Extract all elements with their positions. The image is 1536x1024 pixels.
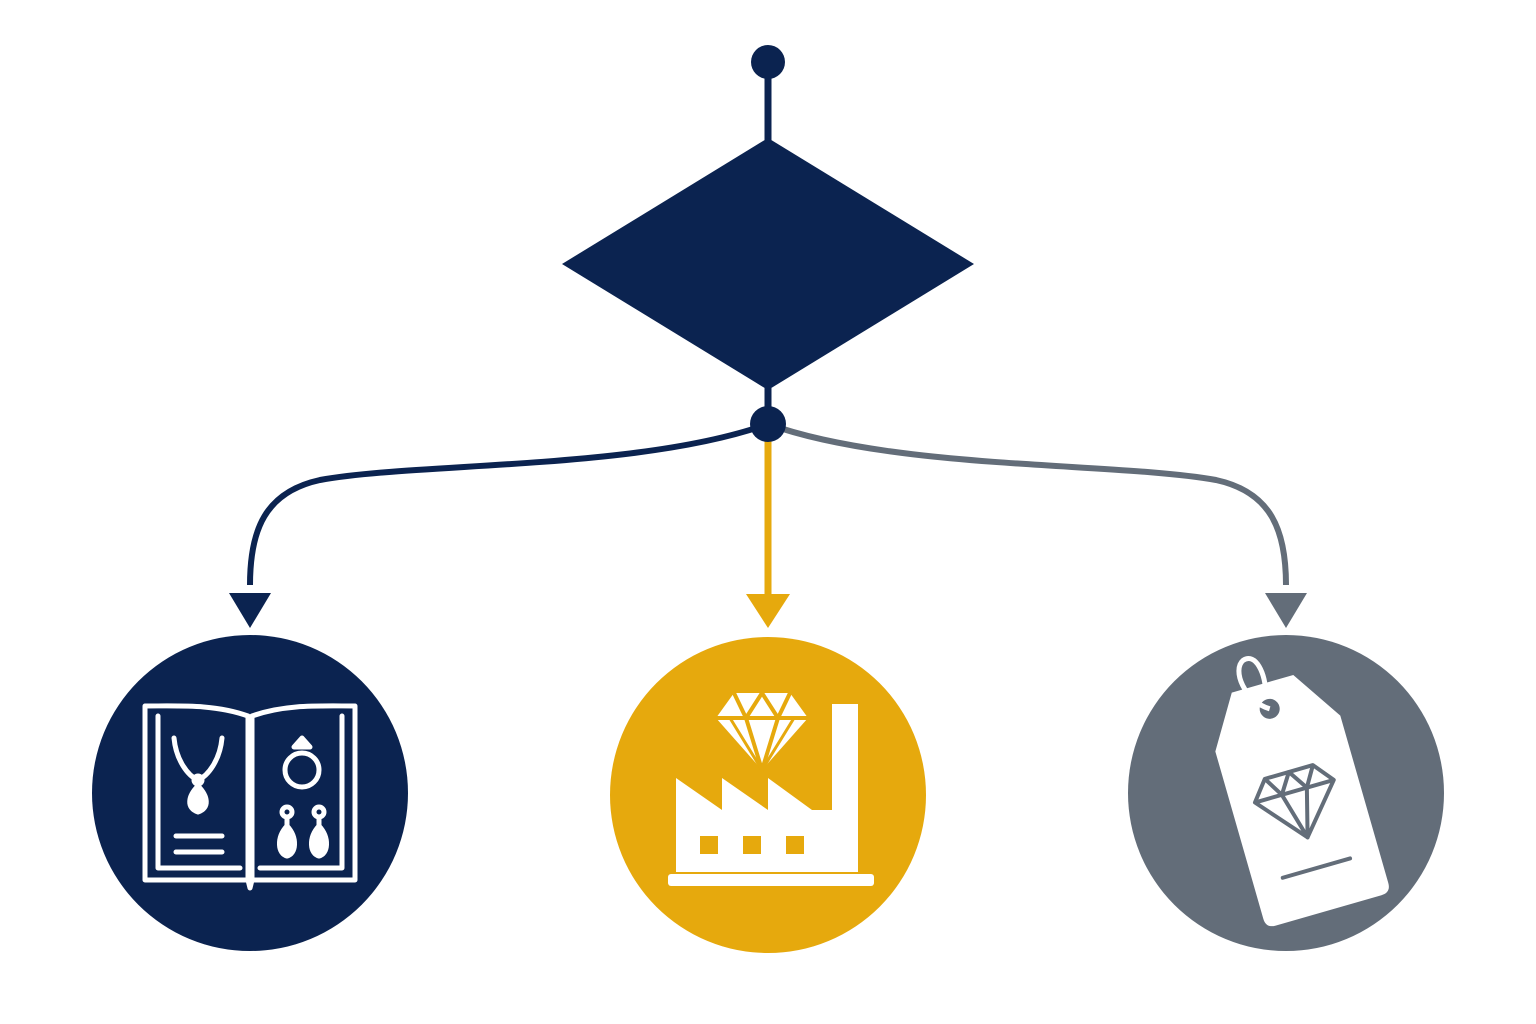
- arrowhead-factory: [746, 594, 790, 628]
- junction-node: [750, 406, 786, 442]
- branch-line-catalog: [247, 421, 770, 586]
- diamond-factory-icon: [668, 691, 874, 886]
- branch-node-factory[interactable]: [610, 637, 926, 953]
- decision-diamond[interactable]: [562, 138, 974, 390]
- jewelry-catalog-icon: [142, 703, 358, 891]
- branch-node-price-tag[interactable]: [1128, 635, 1444, 951]
- branch-line-price-tag: [766, 421, 1289, 586]
- diamond-price-tag-icon: [1215, 656, 1389, 927]
- arrowhead-price-tag: [1265, 593, 1307, 628]
- arrowhead-catalog: [229, 593, 271, 628]
- branch-node-catalog[interactable]: [92, 635, 408, 951]
